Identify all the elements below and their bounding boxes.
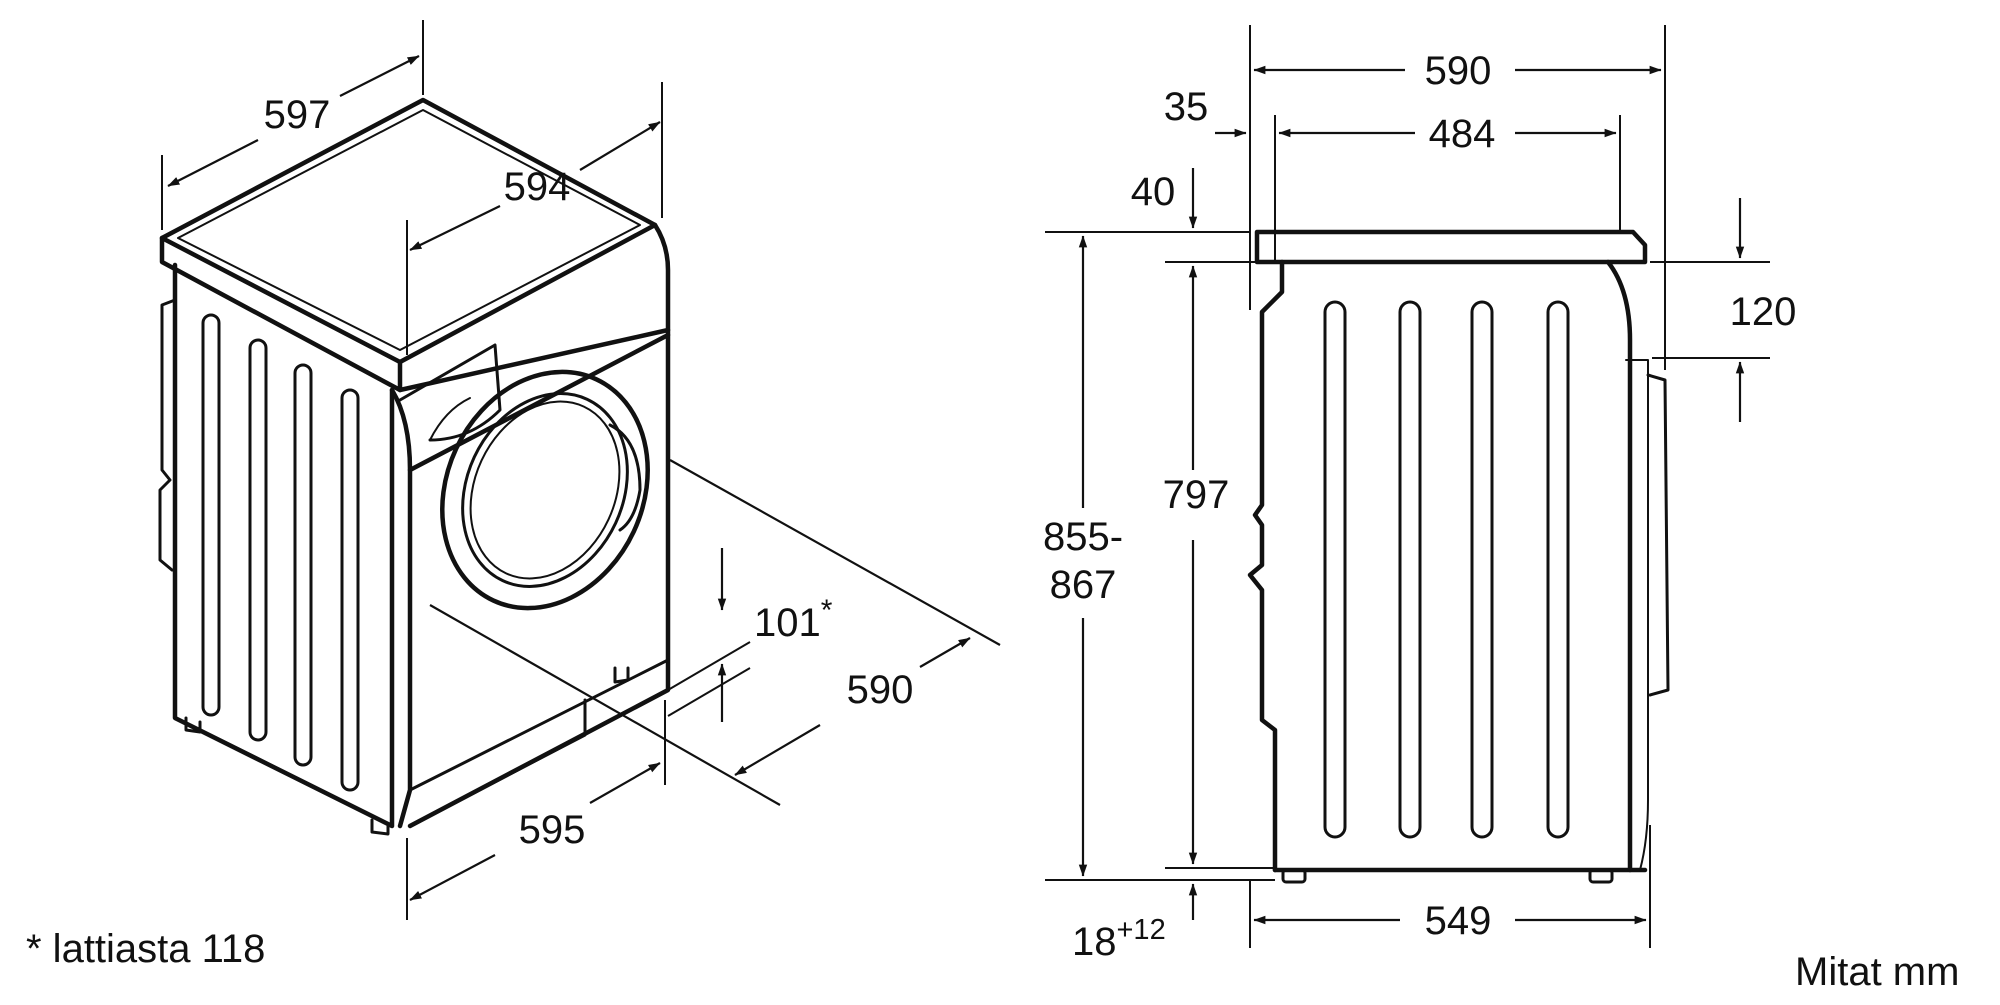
dim-top-width: 597 — [161, 20, 424, 230]
side-view-ribs — [1323, 300, 1570, 839]
dim-side-inner-depth-value: 484 — [1429, 112, 1496, 156]
dim-side-panel-height-value: 120 — [1730, 290, 1797, 334]
rib — [293, 363, 313, 767]
control-panel-bottom — [407, 332, 671, 473]
dim-floor-depth-value: 590 — [847, 668, 914, 712]
side-ribs — [201, 313, 360, 792]
drawer-handle — [429, 397, 471, 441]
dim-side-overall-depth: 590 — [1253, 49, 1662, 93]
dim-side-total-height-line1: 855- — [1043, 515, 1123, 559]
dim-top-depth-value: 594 — [504, 165, 571, 209]
dim-side-front-offset-value: 35 — [1164, 85, 1209, 129]
top-slab-left — [159, 235, 403, 393]
floor-line-front — [429, 604, 781, 806]
rib — [1470, 300, 1494, 839]
detergent-drawer — [398, 343, 502, 442]
side-door-bulge — [1646, 373, 1670, 697]
door-handle — [608, 423, 642, 532]
dim-top-width-value: 597 — [264, 93, 331, 137]
side-front-trim — [1625, 359, 1649, 871]
left-side-panel — [172, 262, 395, 829]
foot — [613, 666, 630, 684]
dim-side-top-offset: 40 — [1131, 168, 1198, 229]
dim-side-front-offset: 35 — [1164, 85, 1247, 138]
foot-plus-number: +12 — [1117, 914, 1166, 946]
floor-line-back — [669, 459, 1001, 646]
footnote: * lattiasta 118 — [26, 927, 265, 971]
dim-side-base-depth: 549 — [1253, 899, 1647, 943]
dim-foot-height-value: 101* — [754, 594, 833, 645]
dim-side-body-height: 797 — [1163, 265, 1230, 865]
side-front-edge — [1605, 259, 1633, 873]
rib — [248, 338, 268, 742]
dim-side-inner-depth: 484 — [1278, 112, 1617, 156]
dim-side-body-height-value: 797 — [1163, 473, 1230, 517]
foot-height-asterisk: * — [821, 594, 833, 627]
side-foot — [1588, 868, 1614, 884]
rib — [201, 313, 221, 717]
rib — [1323, 300, 1347, 839]
dim-front-width-value: 595 — [519, 808, 586, 852]
front-left-edge — [389, 387, 413, 829]
units-label: Mitat mm — [1795, 950, 1959, 994]
isometric-machine — [158, 97, 1001, 836]
toe-kick — [408, 698, 587, 828]
side-top-lid — [1254, 229, 1648, 265]
dim-side-foot-value: 18+12 — [1072, 914, 1166, 964]
back-profile — [158, 298, 177, 572]
foot — [370, 818, 390, 836]
dim-foot-height: 101* — [667, 548, 833, 722]
dim-side-panel-height: 120 — [1730, 198, 1797, 422]
dim-side-foot: 18+12 — [1072, 883, 1198, 964]
rib — [1546, 300, 1570, 839]
side-extension-lines — [1045, 25, 1770, 948]
side-back-profile — [1247, 259, 1285, 873]
top-surface-inner — [177, 109, 641, 351]
top-surface — [159, 97, 658, 365]
dim-side-total-height-line2: 867 — [1050, 563, 1117, 607]
dim-side-overall-depth-value: 590 — [1425, 49, 1492, 93]
porthole-door — [440, 369, 650, 611]
dim-floor-depth: 590 — [734, 637, 971, 776]
rib — [1398, 300, 1422, 839]
dim-front-width: 595 — [406, 700, 666, 920]
foot-height-number: 101 — [754, 601, 821, 645]
side-foot — [1281, 868, 1307, 884]
top-slab-front — [397, 222, 671, 393]
side-view-machine — [1247, 229, 1670, 884]
dim-side-total-height: 855- 867 — [1043, 235, 1123, 877]
dim-side-base-depth-value: 549 — [1425, 899, 1492, 943]
dim-side-top-offset-value: 40 — [1131, 170, 1176, 214]
dim-top-depth: 594 — [406, 82, 663, 355]
foot-base-number: 18 — [1072, 920, 1117, 964]
rib — [340, 388, 360, 792]
foot — [184, 716, 202, 734]
